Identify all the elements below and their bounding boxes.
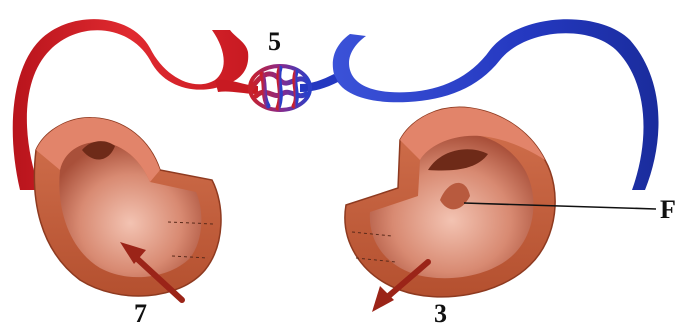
right-heart-chamber: [345, 107, 555, 297]
label-7: 7: [134, 299, 147, 327]
left-heart-chamber: [34, 118, 221, 296]
label-f: F: [660, 195, 676, 224]
label-3: 3: [434, 299, 447, 327]
label-capillary-5: 5: [268, 27, 281, 56]
